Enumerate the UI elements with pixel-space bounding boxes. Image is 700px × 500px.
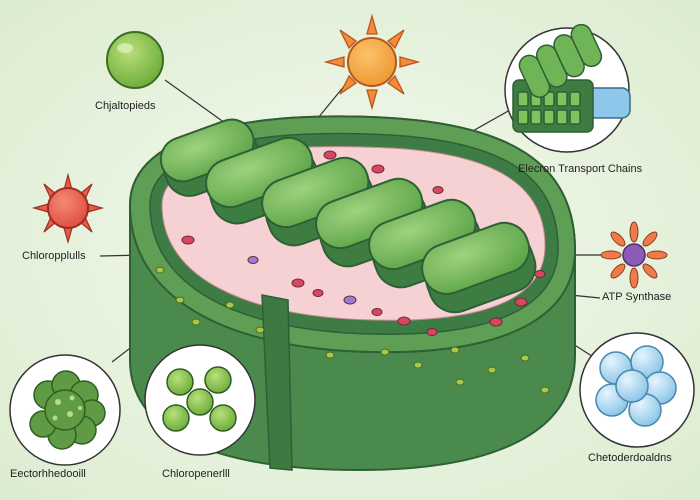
label-chloropplulls: Chloropplulls — [22, 250, 86, 262]
thylakoid-stacks — [159, 118, 537, 314]
label-chetoderdoaldns: Chetoderdoaldns — [588, 452, 672, 464]
label-chloropenerlll: Chloropenerlll — [162, 468, 230, 480]
label-atp-synthase: ATP Synthase — [602, 291, 672, 303]
green-sphere-icon — [106, 31, 164, 89]
red-star-icon — [31, 172, 105, 245]
label-chjaltopieds: Chjaltopieds — [95, 100, 156, 112]
chloropenerlll-inset — [144, 344, 256, 456]
eectorhhedooill-inset — [9, 354, 121, 466]
label-electron-transport-chains: Elecron Transport Chains — [518, 163, 643, 175]
orange-star-icon — [323, 13, 421, 111]
electron-transport-inset — [504, 23, 631, 153]
stroma-particles — [181, 150, 546, 336]
label-eectorhhedooill: Eectorhhedooill — [10, 468, 86, 480]
chetoderdoaldns-inset — [579, 332, 695, 448]
shell-dots — [155, 266, 550, 394]
purple-star-icon — [600, 221, 668, 289]
